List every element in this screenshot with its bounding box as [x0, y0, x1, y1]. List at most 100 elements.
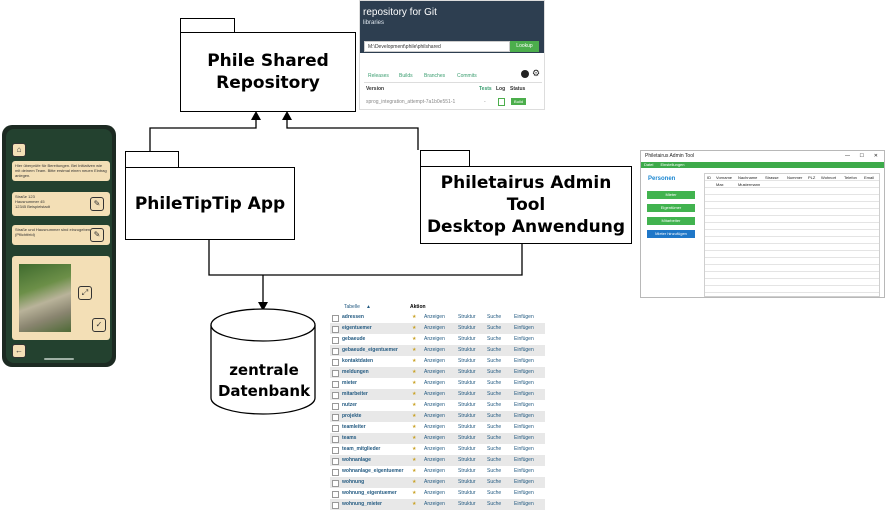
favorite-star-icon[interactable]: ★ — [412, 380, 417, 386]
favorite-star-icon[interactable]: ★ — [412, 402, 417, 408]
action-link-1[interactable]: Struktur — [458, 457, 476, 463]
table-name-link[interactable]: mitarbeiter — [342, 391, 368, 397]
row-checkbox[interactable] — [332, 381, 339, 388]
action-link-0[interactable]: Anzeigen — [424, 347, 445, 353]
action-link-0[interactable]: Anzeigen — [424, 369, 445, 375]
action-link-0[interactable]: Anzeigen — [424, 446, 445, 452]
gear-icon[interactable]: ⚙ — [532, 68, 541, 78]
git-lookup-button[interactable]: Lookup — [510, 41, 539, 52]
action-link-2[interactable]: Suche — [487, 413, 502, 419]
db-col-table[interactable]: Tabelle — [344, 304, 360, 310]
action-link-3[interactable]: Einfügen — [514, 457, 534, 463]
action-link-3[interactable]: Einfügen — [514, 501, 534, 507]
action-link-3[interactable]: Einfügen — [514, 380, 534, 386]
db-sort-icon[interactable]: ▲ — [366, 304, 371, 310]
table-name-link[interactable]: meldungen — [342, 369, 369, 375]
home-icon[interactable]: ⌂ — [12, 143, 26, 157]
action-link-0[interactable]: Anzeigen — [424, 501, 445, 507]
menu-datei[interactable]: Datei — [644, 162, 654, 167]
action-link-3[interactable]: Einfügen — [514, 391, 534, 397]
action-link-1[interactable]: Struktur — [458, 468, 476, 474]
action-link-3[interactable]: Einfügen — [514, 325, 534, 331]
action-link-2[interactable]: Suche — [487, 358, 502, 364]
action-link-1[interactable]: Struktur — [458, 413, 476, 419]
action-link-1[interactable]: Struktur — [458, 490, 476, 496]
favorite-star-icon[interactable]: ★ — [412, 347, 417, 353]
action-link-3[interactable]: Einfügen — [514, 347, 534, 353]
table-name-link[interactable]: mieter — [342, 380, 358, 386]
action-link-0[interactable]: Anzeigen — [424, 435, 445, 441]
favorite-star-icon[interactable]: ★ — [412, 391, 417, 397]
action-link-3[interactable]: Einfügen — [514, 435, 534, 441]
action-link-0[interactable]: Anzeigen — [424, 413, 445, 419]
action-link-1[interactable]: Struktur — [458, 380, 476, 386]
action-link-3[interactable]: Einfügen — [514, 358, 534, 364]
action-link-1[interactable]: Struktur — [458, 446, 476, 452]
action-link-2[interactable]: Suche — [487, 380, 502, 386]
action-link-1[interactable]: Struktur — [458, 501, 476, 507]
row-checkbox[interactable] — [332, 469, 339, 476]
action-link-2[interactable]: Suche — [487, 435, 502, 441]
action-link-0[interactable]: Anzeigen — [424, 380, 445, 386]
row-checkbox[interactable] — [332, 370, 339, 377]
action-link-0[interactable]: Anzeigen — [424, 424, 445, 430]
favorite-star-icon[interactable]: ★ — [412, 490, 417, 496]
favorite-star-icon[interactable]: ★ — [412, 501, 417, 507]
action-link-3[interactable]: Einfügen — [514, 336, 534, 342]
action-link-1[interactable]: Struktur — [458, 358, 476, 364]
action-link-1[interactable]: Struktur — [458, 424, 476, 430]
action-link-2[interactable]: Suche — [487, 490, 502, 496]
row-checkbox[interactable] — [332, 436, 339, 443]
resize-icon[interactable]: ⤢ — [78, 286, 92, 300]
row-checkbox[interactable] — [332, 458, 339, 465]
action-link-2[interactable]: Suche — [487, 424, 502, 430]
git-tab-releases[interactable]: Releases — [368, 73, 389, 79]
back-arrow-icon[interactable]: ← — [12, 344, 26, 358]
action-link-2[interactable]: Suche — [487, 468, 502, 474]
action-link-2[interactable]: Suche — [487, 391, 502, 397]
table-name-link[interactable]: wohnung_mieter — [342, 501, 383, 507]
table-name-link[interactable]: wohnung — [342, 479, 365, 485]
favorite-star-icon[interactable]: ★ — [412, 435, 417, 441]
action-link-3[interactable]: Einfügen — [514, 468, 534, 474]
edit-address-icon[interactable]: ✎ — [90, 197, 104, 211]
favorite-star-icon[interactable]: ★ — [412, 413, 417, 419]
row-checkbox[interactable] — [332, 337, 339, 344]
action-link-0[interactable]: Anzeigen — [424, 358, 445, 364]
row-checkbox[interactable] — [332, 403, 339, 410]
action-link-3[interactable]: Einfügen — [514, 446, 534, 452]
table-name-link[interactable]: team_mitglieder — [342, 446, 381, 452]
row-checkbox[interactable] — [332, 491, 339, 498]
action-link-0[interactable]: Anzeigen — [424, 391, 445, 397]
action-link-0[interactable]: Anzeigen — [424, 314, 445, 320]
maximize-icon[interactable]: ☐ — [859, 153, 864, 159]
action-link-3[interactable]: Einfügen — [514, 402, 534, 408]
mieter-hinzufuegen-button[interactable]: Mieter hinzufügen — [647, 230, 695, 238]
action-link-1[interactable]: Struktur — [458, 347, 476, 353]
git-tab-commits[interactable]: Commits — [457, 73, 477, 79]
table-name-link[interactable]: gebaeude_eigentuemer — [342, 347, 398, 353]
table-name-link[interactable]: wohnung_eigentuemer — [342, 490, 397, 496]
action-link-2[interactable]: Suche — [487, 501, 502, 507]
action-link-2[interactable]: Suche — [487, 457, 502, 463]
row-checkbox[interactable] — [332, 414, 339, 421]
row-checkbox[interactable] — [332, 326, 339, 333]
action-link-1[interactable]: Struktur — [458, 369, 476, 375]
favorite-star-icon[interactable]: ★ — [412, 479, 417, 485]
action-link-0[interactable]: Anzeigen — [424, 325, 445, 331]
eigentuemer-button[interactable]: Eigentümer — [647, 204, 695, 212]
github-icon[interactable] — [521, 70, 529, 78]
git-row-status[interactable]: Build — [511, 98, 526, 105]
favorite-star-icon[interactable]: ★ — [412, 446, 417, 452]
table-name-link[interactable]: gebaeude — [342, 336, 366, 342]
row-checkbox[interactable] — [332, 447, 339, 454]
row-checkbox[interactable] — [332, 425, 339, 432]
table-name-link[interactable]: kontaktdaten — [342, 358, 374, 364]
action-link-3[interactable]: Einfügen — [514, 490, 534, 496]
table-name-link[interactable]: eigentuemer — [342, 325, 372, 331]
action-link-1[interactable]: Struktur — [458, 391, 476, 397]
log-file-icon[interactable] — [498, 98, 505, 106]
table-name-link[interactable]: wohnanlage — [342, 457, 371, 463]
row-checkbox[interactable] — [332, 359, 339, 366]
action-link-1[interactable]: Struktur — [458, 325, 476, 331]
